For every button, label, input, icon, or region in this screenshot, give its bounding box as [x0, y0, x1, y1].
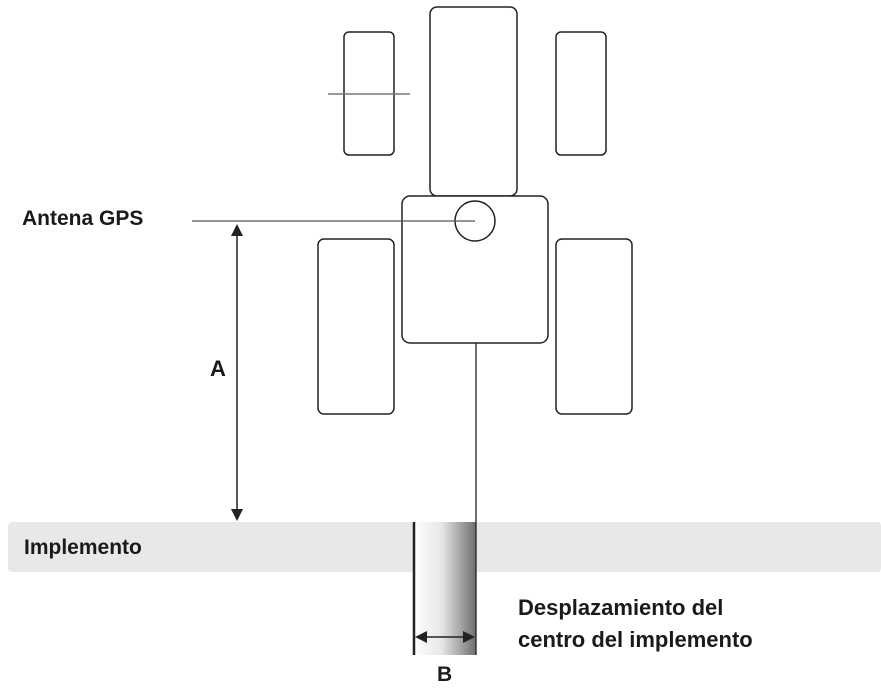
tractor-hood [429, 6, 518, 197]
rear-right-wheel [555, 238, 633, 415]
rear-left-wheel [317, 238, 395, 415]
distance-b-label: B [437, 663, 453, 686]
offset-band [414, 522, 476, 655]
gps-antenna-label: Antena GPS [22, 207, 144, 230]
implement-offset-label-line1: Desplazamiento del [518, 595, 724, 620]
implement-offset-label: Desplazamiento del centro del implemento [518, 592, 753, 656]
tractor-cab [401, 195, 549, 344]
implement-offset-label-line2: centro del implemento [518, 627, 753, 652]
front-right-wheel [555, 31, 607, 156]
implement-label: Implemento [24, 536, 142, 559]
distance-a-label: A [210, 356, 226, 381]
